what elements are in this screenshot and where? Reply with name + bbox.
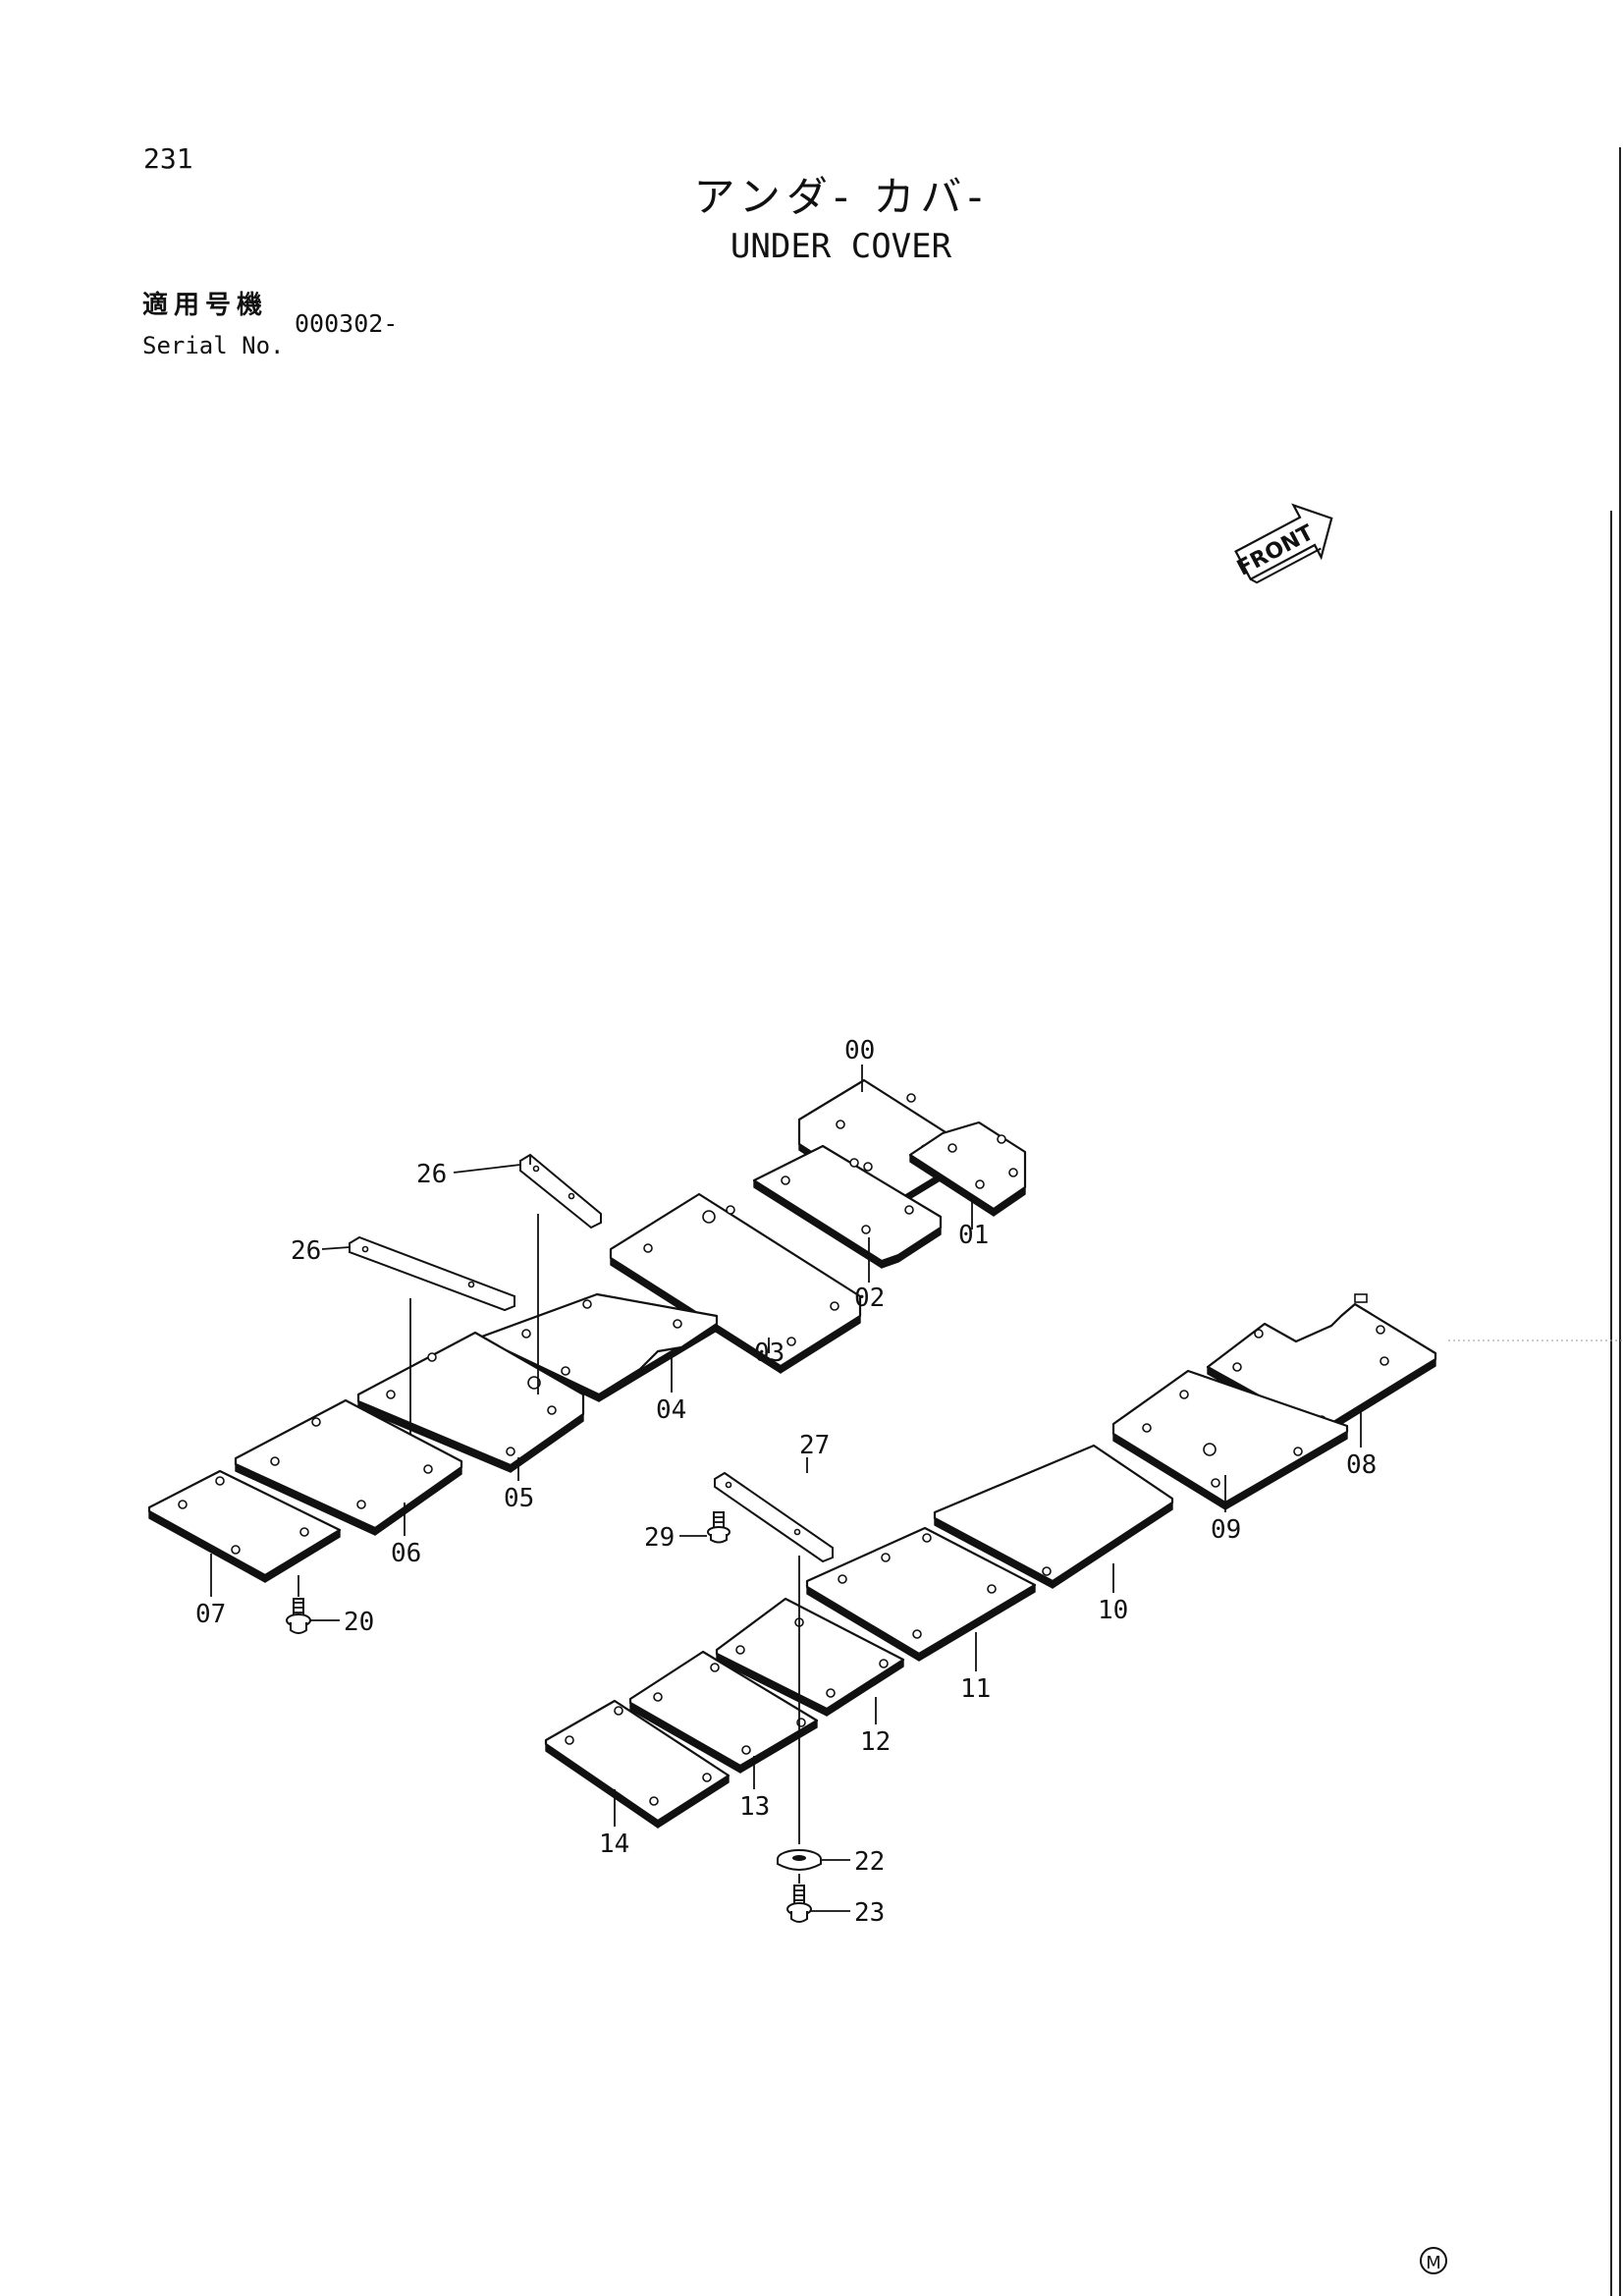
callout-14: 14 — [599, 1830, 629, 1859]
callout-20: 20 — [344, 1608, 374, 1637]
support-bar-26-upper — [519, 1153, 602, 1230]
cover-plate-13 — [628, 1650, 819, 1774]
callout-00: 00 — [844, 1036, 875, 1066]
cover-plate-14 — [544, 1699, 730, 1829]
support-bar-26-lower — [349, 1235, 515, 1312]
callout-05: 05 — [504, 1484, 534, 1513]
serial-label-japanese: 適用号機 — [142, 291, 269, 320]
callout-23: 23 — [854, 1898, 885, 1928]
callout-04: 04 — [656, 1395, 686, 1425]
front-arrow-icon: FRONT — [1233, 503, 1333, 584]
cover-plate-10 — [933, 1444, 1174, 1589]
callout-27: 27 — [799, 1431, 830, 1460]
page-number: 231 — [143, 142, 193, 175]
callout-13: 13 — [739, 1792, 770, 1822]
cover-plate-11 — [805, 1526, 1037, 1662]
callout-01: 01 — [958, 1221, 989, 1250]
cover-plate-05 — [356, 1331, 585, 1473]
callout-07: 07 — [195, 1600, 226, 1629]
bolt-23 — [786, 1885, 812, 1923]
bolt-29 — [707, 1511, 730, 1544]
callout-22: 22 — [854, 1847, 885, 1877]
cover-plate-06 — [234, 1398, 463, 1536]
bolt-20 — [286, 1598, 311, 1634]
cover-plate-07 — [147, 1469, 342, 1583]
support-bar-27 — [714, 1471, 834, 1563]
serial-label: Serial No. — [142, 332, 285, 359]
m-mark-label: M — [1426, 2253, 1441, 2273]
page-title-japanese: アンダ- カバ- — [693, 173, 989, 221]
callout-12: 12 — [860, 1727, 891, 1757]
callout-26-lower: 26 — [291, 1236, 321, 1266]
leader-lines — [210, 1065, 1362, 1912]
callout-29: 29 — [644, 1523, 675, 1553]
callout-03: 03 — [754, 1339, 784, 1368]
callout-10: 10 — [1098, 1596, 1128, 1625]
callout-09: 09 — [1211, 1515, 1241, 1545]
callout-26-upper: 26 — [416, 1160, 447, 1189]
cover-plate-02 — [752, 1144, 943, 1269]
callout-06: 06 — [391, 1539, 421, 1568]
m-mark-icon: M — [1420, 2247, 1447, 2274]
washer-22 — [777, 1849, 822, 1871]
serial-number-value: 000302- — [295, 309, 399, 338]
callout-02: 02 — [854, 1284, 885, 1313]
callout-11: 11 — [960, 1674, 991, 1704]
page-title: UNDER COVER — [730, 227, 952, 266]
callout-08: 08 — [1346, 1450, 1377, 1480]
